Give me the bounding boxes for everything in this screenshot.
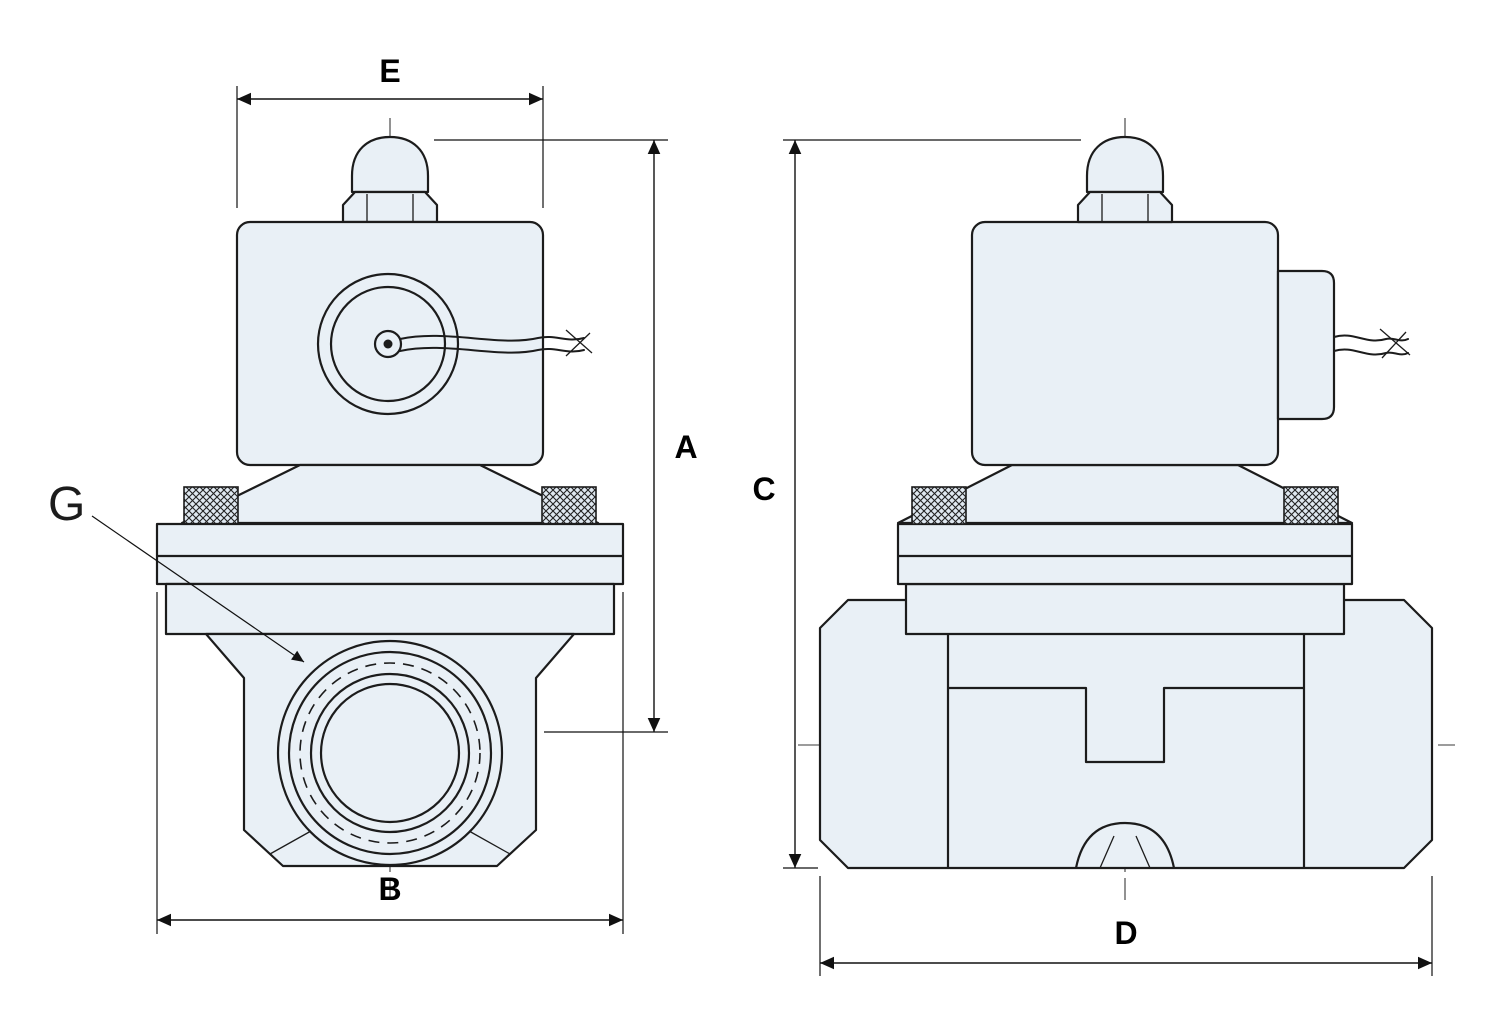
dimension-D: D xyxy=(819,876,1433,976)
front-lead-wires xyxy=(399,334,585,342)
dim-B-extension-lines xyxy=(156,592,624,934)
front-valve-body xyxy=(204,632,576,868)
side-cap-nut-facets xyxy=(1101,194,1149,222)
front-port-circle-2 xyxy=(287,650,493,856)
dim-label-E: E xyxy=(379,53,400,89)
dim-label-B: B xyxy=(378,871,401,907)
front-flange-plate xyxy=(155,522,625,586)
front-body-corner-lines xyxy=(269,830,511,855)
front-port-thread-dashed xyxy=(299,662,481,844)
front-screw-left xyxy=(183,486,239,525)
front-port-circle-1 xyxy=(276,639,504,867)
front-port-circle-3 xyxy=(309,672,471,834)
front-view xyxy=(155,118,625,905)
side-bottom-funnel xyxy=(1074,821,1176,869)
side-port-divider-lines xyxy=(946,600,1306,868)
front-port-circle-4 xyxy=(319,682,461,824)
side-cap-dome xyxy=(1085,135,1165,194)
port-G-leader-line xyxy=(91,515,305,663)
front-screw-right xyxy=(541,486,597,525)
side-coil-body xyxy=(970,220,1280,467)
side-lead-wires xyxy=(1333,334,1409,342)
side-flange-plate xyxy=(896,522,1354,586)
front-coil-ring-inner xyxy=(329,285,447,403)
front-cap-nut-facets xyxy=(366,194,414,222)
side-screw-right xyxy=(1283,486,1339,525)
port-callout-G: G xyxy=(48,478,305,663)
dimension-A: A xyxy=(434,139,698,733)
dim-A-extension-lines xyxy=(434,139,668,733)
side-internal-step xyxy=(948,686,1304,764)
front-lead-wire-fray xyxy=(565,329,593,357)
side-lead-wires-2 xyxy=(1333,348,1409,356)
front-coil-hub xyxy=(373,329,403,359)
side-bottom-funnel-inner xyxy=(1099,835,1151,869)
port-label-G: G xyxy=(48,478,85,531)
dim-C-extension-lines xyxy=(783,139,1081,869)
front-coil-hub-dot xyxy=(383,339,393,349)
side-view xyxy=(798,118,1455,905)
dim-E-extension-lines xyxy=(236,86,544,208)
side-connector-block xyxy=(1276,269,1336,421)
side-cap-nut xyxy=(1076,190,1174,224)
side-bonnet-band xyxy=(904,582,1346,636)
front-coil-ring-outer xyxy=(316,272,460,416)
dimension-B: B xyxy=(156,592,624,934)
front-lead-wires-2 xyxy=(399,346,585,354)
side-valve-body xyxy=(818,598,1434,870)
front-bonnet-band xyxy=(164,582,616,636)
dim-label-C: C xyxy=(752,471,775,507)
side-screw-left xyxy=(911,486,967,525)
front-cap-nut xyxy=(341,190,439,224)
front-coil-bracket xyxy=(180,463,600,525)
dimension-C: C xyxy=(752,139,1081,869)
dim-label-A: A xyxy=(674,429,697,465)
front-cap-dome xyxy=(350,135,430,194)
dimension-E: E xyxy=(236,53,544,208)
side-lead-wire-fray xyxy=(1379,328,1411,359)
dim-label-D: D xyxy=(1114,915,1137,951)
